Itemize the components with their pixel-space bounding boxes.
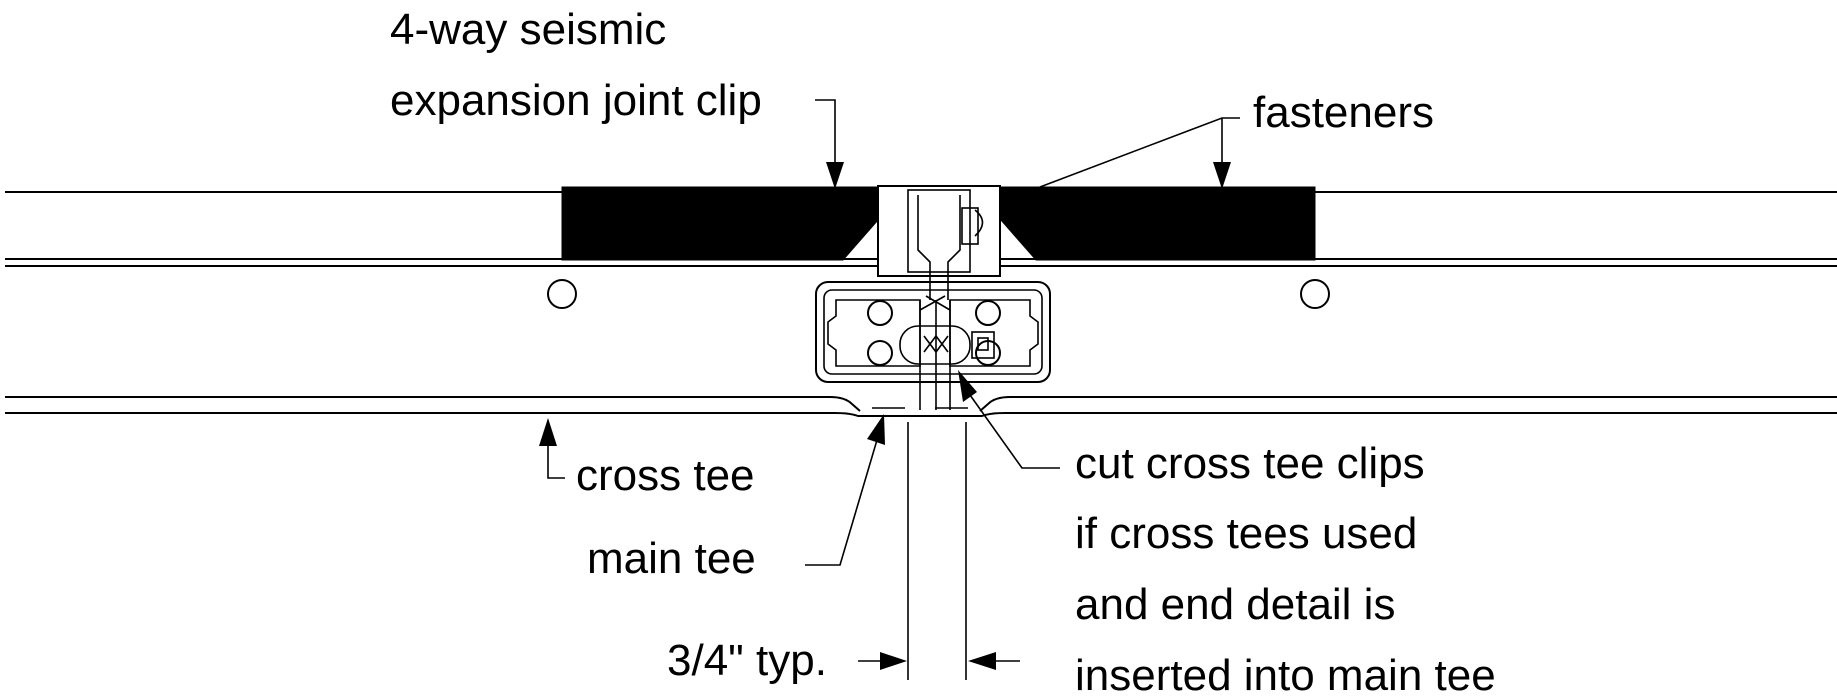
dimension-callout bbox=[858, 422, 1020, 680]
cut-clips-label-line3: and end detail is bbox=[1075, 580, 1395, 629]
cross-tee-label: cross tee bbox=[576, 451, 755, 500]
cut-clips-label-line2: if cross tees used bbox=[1075, 509, 1417, 558]
dimension-label: 3/4" typ. bbox=[667, 636, 827, 685]
cut-clips-label-line4: inserted into main tee bbox=[1075, 651, 1496, 698]
center-clip-housing bbox=[877, 185, 1001, 300]
cross-tee-leader bbox=[539, 418, 565, 479]
cross-tee-rails bbox=[5, 396, 1837, 417]
lower-bracket bbox=[815, 281, 1051, 410]
main-tee-leader bbox=[805, 414, 885, 566]
main-tee-label: main tee bbox=[587, 534, 756, 583]
fastener-holes bbox=[547, 279, 1330, 366]
fasteners-label: fasteners bbox=[1253, 88, 1434, 137]
seismic-clip-plates bbox=[561, 186, 1316, 261]
clip-label-line2: expansion joint clip bbox=[390, 76, 762, 125]
cut-clips-label-line1: cut cross tee clips bbox=[1075, 439, 1425, 488]
clip-label-line1: 4-way seismic bbox=[390, 5, 666, 54]
cut-clips-leader bbox=[958, 370, 1060, 469]
fasteners-leader bbox=[1039, 117, 1240, 189]
clip-leader bbox=[815, 99, 844, 189]
